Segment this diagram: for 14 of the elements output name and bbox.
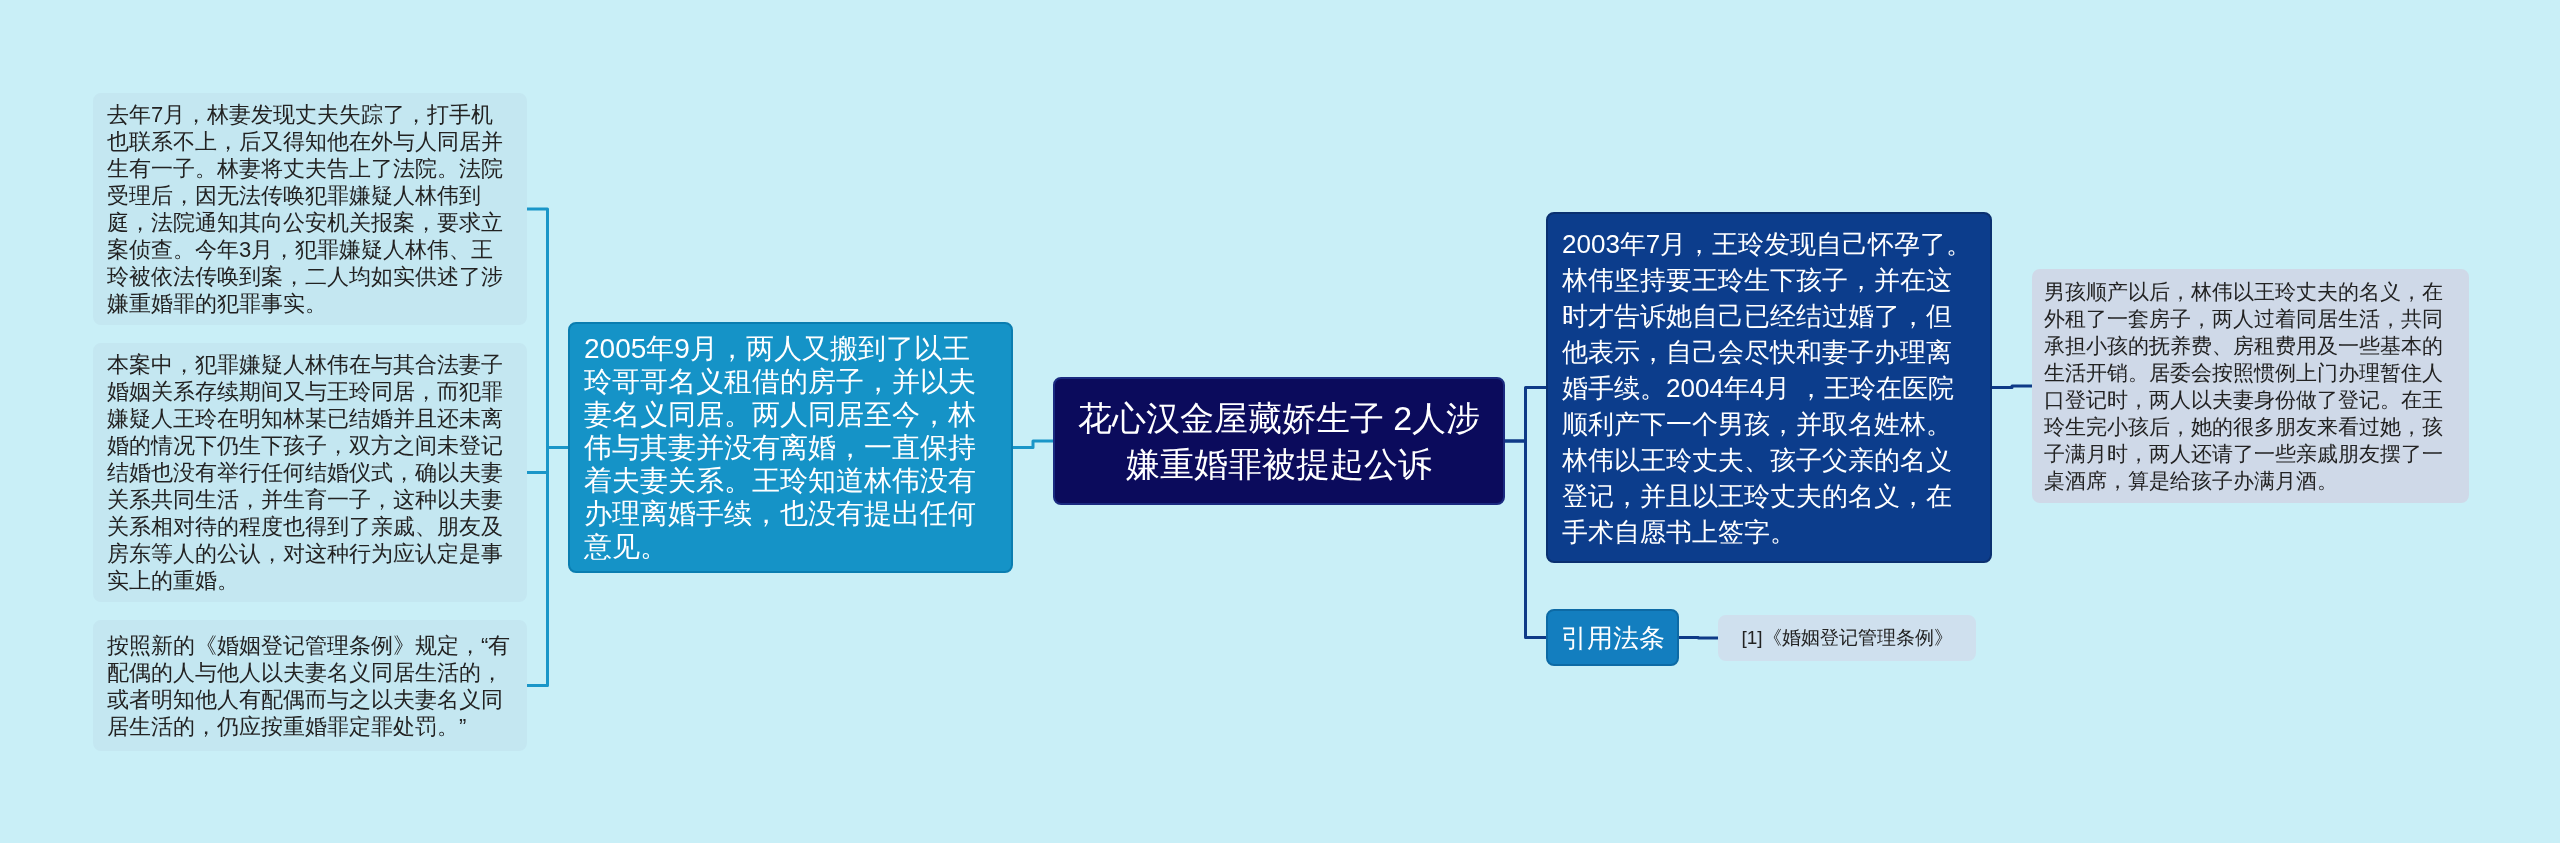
note-box: 按照新的《婚姻登记管理条例》规定，“有配偶的人与他人以夫妻名义同居生活的，或者明知他人有配偶而与之以夫妻名义同居生活的，仍应按重婚罪定罪处罚。” — [93, 620, 527, 751]
note-box: 本案中，犯罪嫌疑人林伟在与其合法妻子婚姻关系存续期间又与王玲同居，而犯罪嫌疑人王玲在明知林某已结婚并且还未离婚的情况下仍生下孩子，双方之间未登记结婚也没有举行任何结婚仪式，确以夫妻关系共同生活，并生育一子，这种以夫妻关系相对待的程度也得到了亲戚、朋友及房东等人的公认，对这种行为应认定是事实上的重婚。 — [93, 343, 527, 602]
topic-box: 花心汉金屋藏娇生子 2人涉嫌重婚罪被提起公诉 — [1053, 377, 1505, 505]
note-box: 男孩顺产以后，林伟以王玲丈夫的名义，在外租了一套房子，两人过着同居生活，共同承担小孩的抚养费、房租费用及一些基本的生活开销。居委会按照惯例上门办理暂住人口登记时，两人以夫妻身份做了登记。在王玲生完小孩后，她的很多朋友来看过她，孩子满月时，两人还请了一些亲戚朋友摆了一桌酒席，算是给孩子办满月酒。 — [2032, 269, 2469, 503]
note-box: 去年7月，林妻发现丈夫失踪了，打手机也联系不上，后又得知他在外与人同居并生有一子。林妻将丈夫告上了法院。法院受理后，因无法传唤犯罪嫌疑人林伟到庭，法院通知其向公安机关报案，要求立案侦查。今年3月，犯罪嫌疑人林伟、王玲被依法传唤到案，二人均如实供述了涉嫌重婚罪的犯罪事实。 — [93, 93, 527, 325]
connector-line — [1992, 384, 2032, 389]
connector-line — [527, 446, 568, 687]
subtopic-box: 引用法条 — [1546, 609, 1679, 666]
connector-line — [1679, 636, 1718, 640]
subtopic-box: 2003年7月，王玲发现自己怀孕了。林伟坚持要王玲生下孩子，并在这时才告诉她自己已经结过婚了，但他表示，自己会尽快和妻子办理离婚手续。2004年4月 ，王玲在医院顺利产下一个男孩，并取名姓林。林伟以王玲丈夫、孩子父亲的名义登记，并且以王玲丈夫的名义，在手术自愿书上签字。 — [1546, 212, 1992, 563]
connector-line — [1505, 439, 1546, 639]
reference-box: [1]《婚姻登记管理条例》 — [1718, 615, 1976, 661]
subtopic-box: 2005年9月，两人又搬到了以王玲哥哥名义租借的房子，并以夫妻名义同居。两人同居至今，林伟与其妻并没有离婚，一直保持着夫妻关系。王玲知道林伟没有办理离婚手续，也没有提出任何意见。 — [568, 322, 1013, 573]
connector-line — [1013, 439, 1053, 449]
